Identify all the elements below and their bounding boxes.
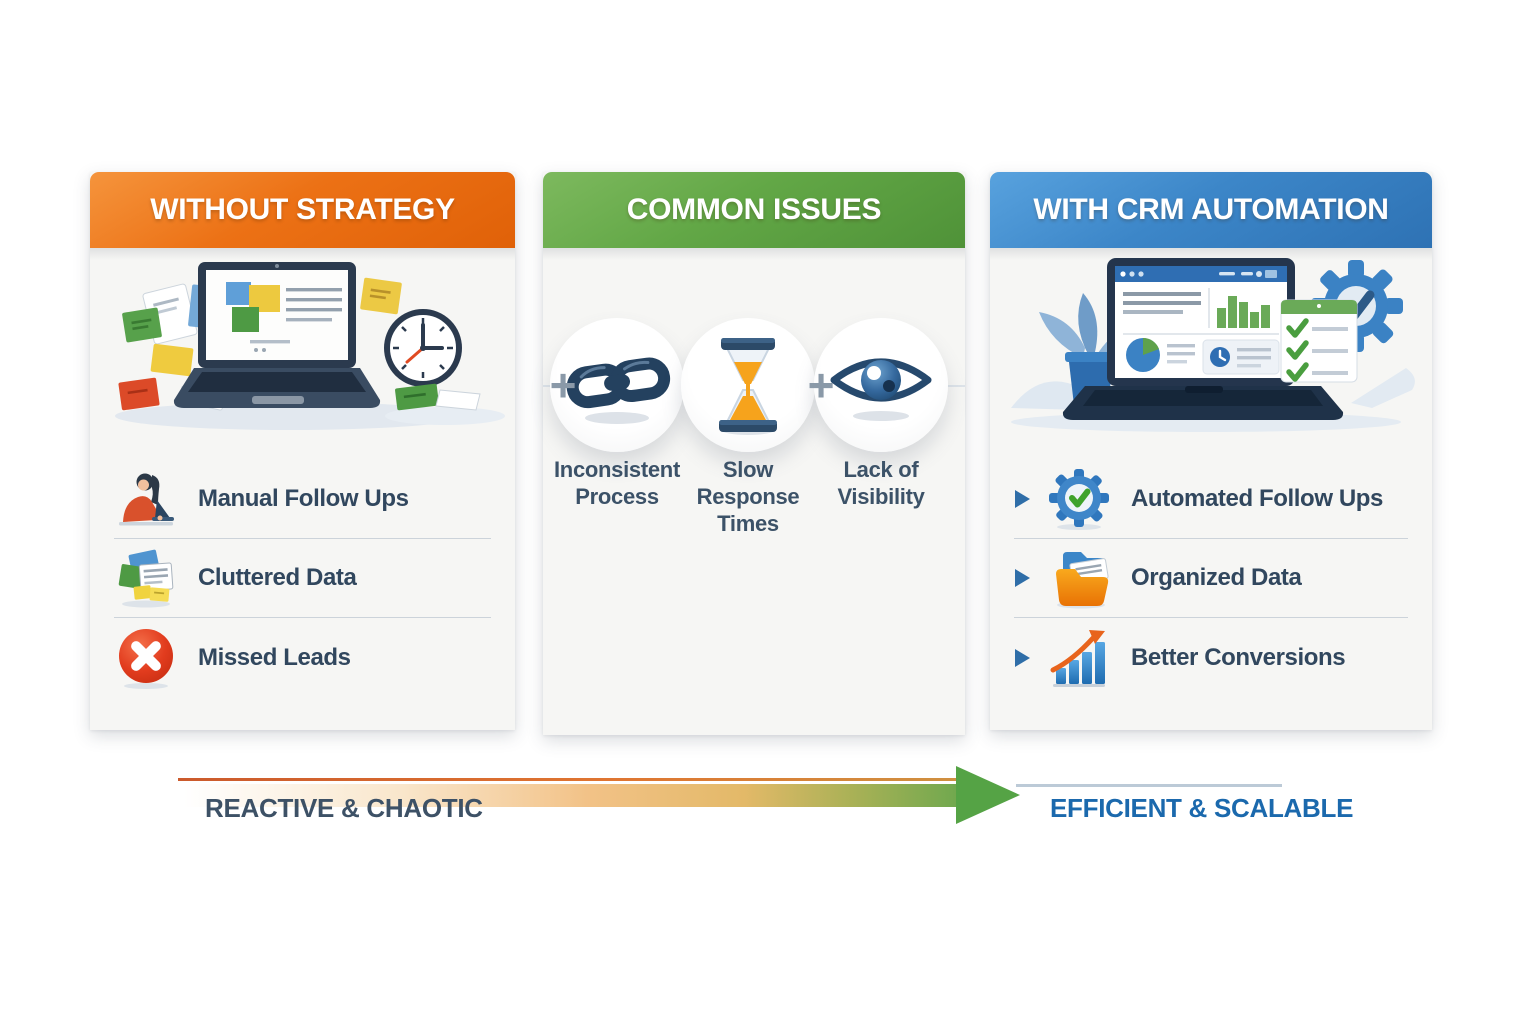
mini-bar-chart <box>1217 296 1270 328</box>
panel-title: COMMON ISSUES <box>626 193 882 226</box>
crm-dashboard-svg <box>1011 258 1415 432</box>
list-item-cluttered-data: Cluttered Data <box>114 539 491 618</box>
item-label: Manual Follow Ups <box>198 485 409 512</box>
person-working-icon <box>114 467 178 531</box>
issue-circle-slow-response <box>681 318 815 452</box>
crm-dashboard-illustration <box>990 248 1432 438</box>
item-label: Better Conversions <box>1131 643 1346 671</box>
list-item-automated-follow-ups: Automated Follow Ups <box>1014 460 1408 539</box>
panel-title: WITHOUT STRATEGY <box>150 193 455 226</box>
list-item-missed-leads: Missed Leads <box>114 618 491 697</box>
gradient-arrow-shaft <box>184 784 962 807</box>
panel-header-blue: WITH CRM AUTOMATION <box>990 172 1432 260</box>
panel-header-orange: WITHOUT STRATEGY <box>90 172 515 260</box>
eye-icon <box>830 358 932 421</box>
item-label: Automated Follow Ups <box>1131 485 1383 512</box>
plus-sign: + <box>807 359 835 411</box>
plus-sign: + <box>549 359 577 411</box>
growth-chart-icon <box>1047 626 1111 690</box>
gradient-arrow-head <box>956 766 1020 824</box>
issue-label: Lack of Visibility <box>837 457 925 509</box>
panel-with-crm-automation: WITH CRM AUTOMATION <box>990 172 1432 730</box>
list-item-better-conversions: Better Conversions <box>1014 618 1408 697</box>
issue-circle-inconsistent-process <box>550 318 684 452</box>
gear-check-icon <box>1047 467 1111 531</box>
panel-header-green: COMMON ISSUES <box>543 172 965 260</box>
checklist-card <box>1280 299 1358 383</box>
cluttered-laptop-svg <box>115 262 505 430</box>
missed-leads-x-icon <box>114 626 178 690</box>
footer-gray-line <box>1016 784 1282 787</box>
folder-icon <box>1047 546 1111 610</box>
hourglass-icon <box>719 338 777 435</box>
triangle-bullet-icon <box>1015 569 1030 587</box>
reactive-chaotic-label: REACTIVE & CHAOTIC <box>205 793 483 823</box>
panel-title: WITH CRM AUTOMATION <box>1033 193 1389 226</box>
chain-link-icon <box>566 357 671 424</box>
panel-without-strategy: WITHOUT STRATEGY <box>90 172 515 730</box>
item-label: Cluttered Data <box>198 564 357 591</box>
efficient-scalable-label: EFFICIENT & SCALABLE <box>1050 793 1354 823</box>
footer-orange-line <box>178 778 960 781</box>
issue-label: Slow Response Times <box>696 457 800 536</box>
panel-common-issues: COMMON ISSUES + <box>543 172 965 735</box>
cluttered-papers-icon <box>114 546 178 610</box>
without-strategy-list: Manual Follow Ups <box>90 460 515 697</box>
with-crm-list: Automated Follow Ups <box>990 460 1432 697</box>
issue-label: Inconsistent Process <box>554 457 680 509</box>
item-label: Missed Leads <box>198 643 351 671</box>
triangle-bullet-icon <box>1015 648 1030 667</box>
issue-circle-lack-of-visibility <box>814 318 948 452</box>
cluttered-laptop-illustration <box>90 248 515 438</box>
list-item-organized-data: Organized Data <box>1014 539 1408 618</box>
list-item-manual-follow-ups: Manual Follow Ups <box>114 460 491 539</box>
item-label: Organized Data <box>1131 564 1302 591</box>
triangle-bullet-icon <box>1015 490 1030 508</box>
